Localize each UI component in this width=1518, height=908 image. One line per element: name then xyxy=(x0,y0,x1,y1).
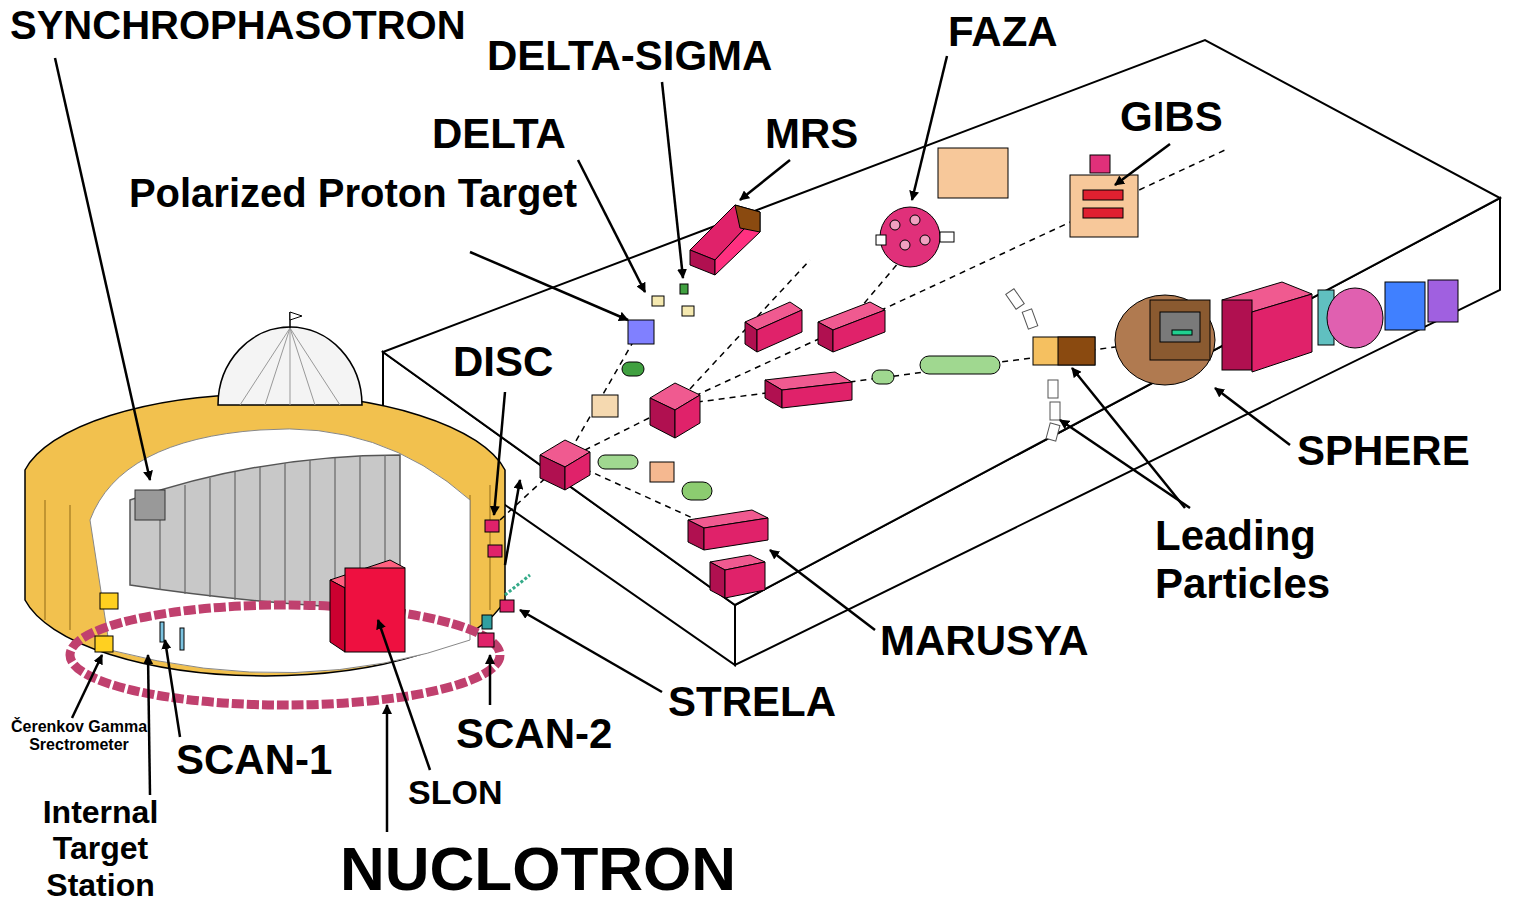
callout-label: Leading Particles xyxy=(1155,512,1415,609)
callout-label: STRELA xyxy=(668,678,836,726)
magnets xyxy=(540,205,885,598)
slon-cube xyxy=(330,560,405,652)
callout-label: DELTA xyxy=(432,110,566,158)
callout-label: SPHERE xyxy=(1297,427,1470,475)
leader-lines xyxy=(55,56,1290,832)
callout-label: DELTA-SIGMA xyxy=(487,32,772,80)
callout-label: GIBS xyxy=(1120,93,1223,141)
callout-label: NUCLOTRON xyxy=(340,833,736,904)
beam-lines xyxy=(500,150,1225,535)
ring-devices xyxy=(95,520,530,652)
callout-label: SCAN-1 xyxy=(176,736,332,784)
callout-label: Internal Target Station xyxy=(8,794,193,904)
callout-label: SLON xyxy=(408,773,502,812)
nuclotron-ring xyxy=(70,605,500,705)
callout-label: SCAN-2 xyxy=(456,710,612,758)
callout-label: MARUSYA xyxy=(880,617,1088,665)
callout-label: MRS xyxy=(765,110,858,158)
callout-label: DISC xyxy=(453,338,553,386)
callout-label: Polarized Proton Target xyxy=(118,170,588,216)
experimental-hall xyxy=(383,40,1500,665)
callout-label: FAZA xyxy=(948,8,1058,56)
callout-label: SYNCHROPHASOTRON xyxy=(10,2,466,48)
callout-label: Čerenkov Gamma Srectrometer xyxy=(4,718,154,755)
